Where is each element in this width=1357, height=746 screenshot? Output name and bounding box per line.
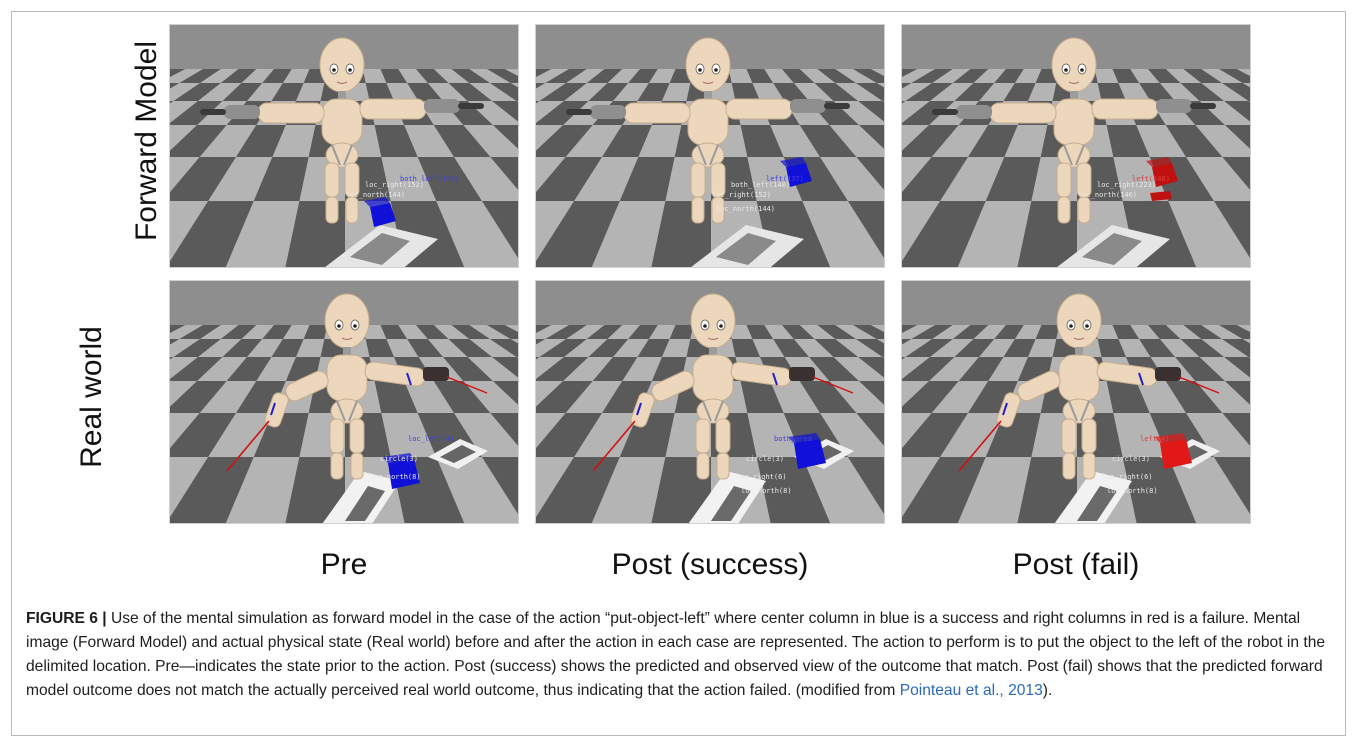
scene-debug-tag: loc_north(144) [716, 205, 775, 213]
scene-debug-tag: loc_left(4) [408, 435, 454, 443]
placement-mat [1057, 225, 1170, 267]
target-cube [382, 453, 420, 489]
scene-debug-tag: circle(3) [380, 455, 418, 463]
column-label-pre: Pre [320, 548, 368, 581]
scene-debug-tag: both_area [774, 435, 812, 443]
scene-debug-tag: loc_right(223) [1097, 181, 1156, 189]
target-cube [1146, 157, 1178, 201]
caption-text-end: ). [1042, 682, 1053, 699]
scene-debug-tag: left(140) [1132, 175, 1170, 183]
scene-image: both_area circle(3) loc_right(6) loc_north(… [536, 281, 884, 523]
scene-image: left(140)loc_right(223) loc_north(146) [902, 25, 1250, 267]
placement-mat [691, 225, 804, 267]
scene-panel-real-pre: loc_left(4) circle(3) loc_north(8) [169, 280, 519, 524]
target-cube [1154, 433, 1192, 469]
figure-caption: FIGURE 6 | Use of the mental simulation … [26, 607, 1336, 703]
scene-debug-tag: loc_north(8) [1107, 487, 1158, 495]
scene-debug-tag: loc_north(146) [1078, 191, 1137, 199]
target-cube [364, 197, 396, 227]
scene-debug-tag: left(137) [766, 175, 804, 183]
figure-number: FIGURE 6 | [26, 610, 107, 627]
scene-debug-tag: circle(3) [1112, 455, 1150, 463]
scene-debug-tag: circle(3) [746, 455, 784, 463]
column-label-post-success: Post (success) [611, 548, 809, 581]
scene-debug-tag: loc_right(6) [1102, 473, 1153, 481]
robot-model [566, 37, 850, 224]
scene-image: both_left(140)loc_right(152) loc_north(14… [170, 25, 518, 267]
scene-image: left(137)both_left(140) loc_right(152)loc… [536, 25, 884, 267]
placement-mat [325, 225, 438, 267]
scene-debug-tag: loc_right(6) [736, 473, 787, 481]
scene-debug-tag: loc_north(8) [741, 487, 792, 495]
scene-debug-tag: loc_north(144) [346, 191, 405, 199]
robot-model [958, 293, 1220, 480]
target-cube [780, 157, 812, 187]
scene-image: loc_left(4) circle(3) loc_north(8) [170, 281, 518, 523]
scene-panel-real-success: both_area circle(3) loc_right(6) loc_north(… [535, 280, 885, 524]
row-label-forward-model: Forward Model [130, 40, 163, 242]
column-label-post-fail: Post (fail) [1012, 548, 1140, 581]
scene-image: left(4) circle(3) loc_right(6) loc_north(8) [902, 281, 1250, 523]
scene-panel-real-fail: left(4) circle(3) loc_right(6) loc_north(8) [901, 280, 1251, 524]
scene-debug-tag: loc_north(8) [370, 473, 421, 481]
scene-debug-tag: both_left(140) [731, 181, 790, 189]
scene-debug-tag: loc_right(152) [712, 191, 771, 199]
scene-panel-forward-success: left(137)both_left(140) loc_right(152)loc… [535, 24, 885, 268]
row-label-real-world: Real world [75, 326, 108, 468]
citation-link[interactable]: Pointeau et al., 2013 [899, 682, 1043, 699]
scene-debug-tag: left(4) [1140, 435, 1170, 443]
robot-model [200, 37, 484, 224]
target-cube [788, 433, 826, 469]
scene-panel-forward-pre: both_left(140)loc_right(152) loc_north(14… [169, 24, 519, 268]
robot-model [226, 293, 488, 480]
robot-model [932, 37, 1216, 224]
placement-mat [322, 439, 488, 523]
scene-panel-forward-fail: left(140)loc_right(223) loc_north(146) [901, 24, 1251, 268]
caption-text: Use of the mental simulation as forward … [26, 610, 1326, 699]
robot-model [592, 293, 854, 480]
scene-debug-tag: both_left(140) [400, 175, 459, 183]
scene-debug-tag: loc_right(152) [365, 181, 424, 189]
